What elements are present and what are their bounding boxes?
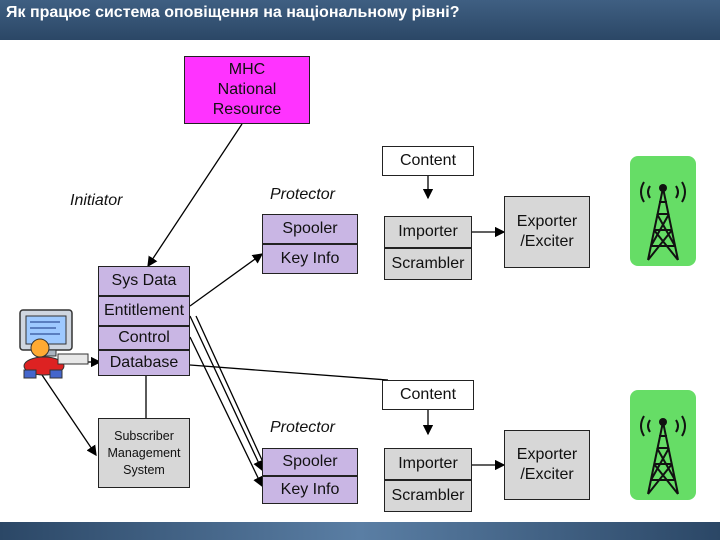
upper-protector-label: Protector <box>270 186 335 203</box>
radio-tower-icon <box>630 390 696 500</box>
sys-data-box: Sys Data <box>98 266 190 296</box>
upper-content-box: Content <box>382 146 474 176</box>
line-mhc-to-sysdata <box>147 123 243 268</box>
lower-importer-box: Importer <box>384 448 472 480</box>
sms-line-3: System <box>123 462 165 477</box>
control-box: Control <box>98 326 190 350</box>
upper-exporter-line-2: /Exciter <box>520 233 574 250</box>
line-operator-to-subscriber <box>39 371 97 457</box>
upper-importer-box: Importer <box>384 216 472 248</box>
lower-exporter-line-1: Exporter <box>516 446 578 463</box>
radio-tower-icon <box>630 156 696 266</box>
upper-exporter-box: Exporter /Exciter <box>504 196 590 268</box>
line-db-to-lower-content <box>189 364 389 381</box>
lower-spooler-box: Spooler <box>262 448 358 476</box>
initiator-label: Initiator <box>70 192 123 209</box>
mhc-line-2: National <box>217 81 277 98</box>
mhc-line-1: MHC <box>228 61 266 78</box>
page-title: Як працює система оповіщення на націонал… <box>6 4 460 21</box>
line-entitlement-to-lower-2 <box>195 315 263 461</box>
sms-line-1: Subscriber <box>114 428 174 443</box>
line-entitlement-to-upper-protector <box>189 253 264 307</box>
lower-scrambler-box: Scrambler <box>384 480 472 512</box>
upper-spooler-box: Spooler <box>262 214 358 244</box>
line-entitlement-to-lower-1 <box>189 315 263 472</box>
lower-content-box: Content <box>382 380 474 410</box>
lower-protector-label: Protector <box>270 419 335 436</box>
database-box: Database <box>98 350 190 376</box>
mhc-national-resource-box: MHC National Resource <box>184 56 310 124</box>
upper-exporter-line-1: Exporter <box>516 213 578 230</box>
lower-exporter-line-2: /Exciter <box>520 466 574 483</box>
entitlement-box: Entitlement <box>98 296 190 326</box>
lower-exporter-box: Exporter /Exciter <box>504 430 590 500</box>
line-control-to-lower-3 <box>189 336 263 488</box>
upper-scrambler-box: Scrambler <box>384 248 472 280</box>
operator-computer-icon <box>19 309 89 379</box>
lower-key-info-box: Key Info <box>262 476 358 504</box>
footer-bar <box>0 522 720 540</box>
mhc-line-3: Resource <box>212 101 282 118</box>
subscriber-management-system-box: Subscriber Management System <box>98 418 190 488</box>
upper-key-info-box: Key Info <box>262 244 358 274</box>
title-bar: Як працює система оповіщення на націонал… <box>0 0 720 40</box>
sms-line-2: Management <box>107 445 181 460</box>
